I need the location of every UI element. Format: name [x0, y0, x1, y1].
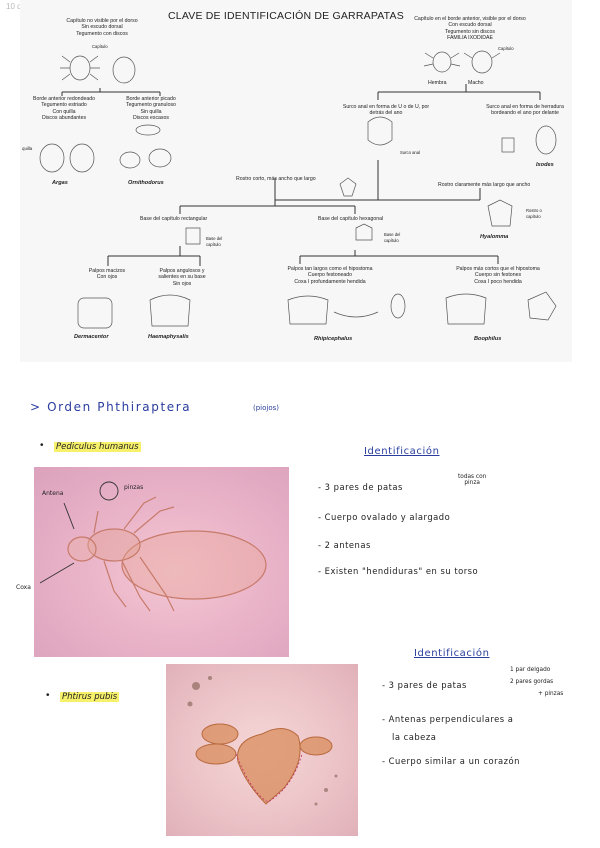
- genus-dermacentor: Dermacentor: [74, 334, 109, 340]
- rostro-corto: Rostro corto, más ancho que largo: [236, 176, 316, 182]
- order-subtitle: (piojos): [253, 404, 279, 412]
- label-macho: Macho: [468, 80, 484, 86]
- ident1-item-1: - 3 pares de patas: [318, 482, 403, 492]
- ident1-item-3: - 2 antenas: [318, 540, 371, 550]
- base-hexagonal: Base del capítulo hexagonal: [318, 216, 383, 222]
- genus-argas: Argas: [52, 180, 68, 186]
- label-surco-anal: Surco anal: [400, 150, 420, 156]
- label-quilla: quilla: [22, 146, 32, 152]
- species-phtirus: Phtirus pubis: [60, 692, 119, 702]
- bullet-1: •: [40, 440, 44, 451]
- tick-illustrations: [40, 51, 556, 328]
- label-pinzas: pinzas: [124, 484, 143, 491]
- label-capitulo-left: Capítulo: [92, 44, 108, 50]
- pediculus-drawing: [34, 467, 289, 657]
- label-hembra: Hembra: [428, 80, 446, 86]
- base-rectangular: Base del capítulo rectangular: [140, 216, 207, 222]
- identification-title-2: Identificación: [414, 648, 490, 659]
- genus-haemaphysalis: Haemaphysalis: [148, 334, 189, 340]
- identification-title-1: Identificación: [364, 446, 440, 457]
- ident2-item-3: la cabeza: [392, 732, 436, 742]
- label-antena: Antena: [42, 490, 63, 497]
- species-pediculus: Pediculus humanus: [54, 442, 141, 452]
- ident1-item-4: - Existen "hendiduras" en su torso: [318, 566, 478, 576]
- ident1-item-2: - Cuerpo ovalado y alargado: [318, 512, 450, 522]
- ident2-item-1: - 3 pares de patas: [382, 680, 467, 690]
- key-title: CLAVE DE IDENTIFICACIÓN DE GARRAPATAS: [168, 10, 404, 22]
- label-coxa: Coxa: [16, 584, 31, 591]
- bullet-2: •: [46, 690, 50, 701]
- key-right-root: Capítulo en el borde anterior, visible p…: [400, 16, 540, 42]
- ident2-item-2: - Antenas perpendiculares a: [382, 714, 513, 724]
- order-title: > Orden Phthiraptera: [30, 400, 191, 414]
- genus-ornithodorus: Ornithodorus: [128, 180, 164, 186]
- genus-ixodes: Ixodes: [536, 162, 554, 168]
- ident2-item-4: - Cuerpo similar a un corazón: [382, 756, 520, 766]
- genus-hyalomma: Hyalomma: [480, 234, 508, 240]
- label-capitulo-right: Capítulo: [498, 46, 514, 52]
- phtirus-drawing: [166, 664, 358, 836]
- rostro-largo: Rostro claramente más largo que ancho: [438, 182, 530, 188]
- genus-boophilus: Boophilus: [474, 336, 501, 342]
- genus-rhipicephalus: Rhipicephalus: [314, 336, 352, 342]
